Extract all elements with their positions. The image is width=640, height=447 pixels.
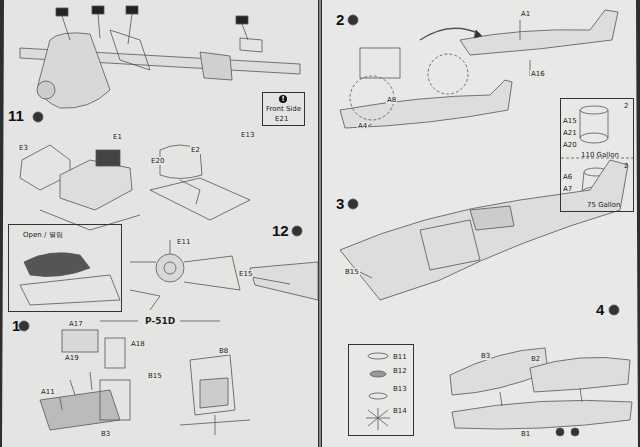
box-text: A6 [563,173,572,181]
step-number: 3 [336,196,344,212]
part-label: A18 [130,340,146,348]
box-text: B13 [393,385,407,393]
step-number: 4 [596,302,604,318]
part-label: E1 [112,133,123,141]
part-label: E13 [240,131,255,139]
fuel-tank-inset: 2A15A21A20110 Gallon2A6A775 Gallon [560,98,634,212]
step-number: 11 [8,108,24,124]
section-heading: P-51D [143,316,177,326]
part-label: E11 [176,238,191,246]
step-number: 12 [272,223,289,239]
part-label: A8 [386,96,397,104]
part-label: B3 [480,352,491,360]
step-number: 2 [336,12,344,28]
step-number: 1 [12,318,20,334]
part-label: A16 [530,70,546,78]
part-label: E3 [18,144,29,152]
box-text: A20 [563,141,577,149]
part-label: E2 [190,146,201,154]
detail-inset: B11B12B13B14 [348,344,414,436]
box-text: Front Side [266,105,301,113]
box-text: 2 [624,102,628,110]
box-text: E21 [275,115,288,123]
note-icon: ! [279,95,287,103]
part-label: B1 [520,430,531,438]
front-side-box: ! Front SideE21 [262,92,305,126]
part-label: B2 [530,355,541,363]
part-label: A17 [68,320,84,328]
part-label: A11 [40,388,56,396]
box-text: Open / 열림 [23,231,63,239]
box-text: B12 [393,367,407,375]
part-label: B15 [344,268,360,276]
open-detail-inset: Open / 열림 [8,224,122,312]
box-text: B11 [393,353,407,361]
part-label: A4 [357,122,368,130]
part-label: B3 [100,430,111,438]
box-text: A15 [563,117,577,125]
part-label: E15 [238,270,253,278]
box-text: 2 [624,162,628,170]
box-text: B14 [393,407,407,415]
part-label: B15 [147,372,163,380]
part-label: B8 [218,347,229,355]
box-text: A7 [563,185,572,193]
part-label: A1 [520,10,531,18]
part-label: A19 [64,354,80,362]
part-label: E20 [150,157,165,165]
box-text: 110 Gallon [581,151,619,159]
box-text: A21 [563,129,577,137]
box-text: 75 Gallon [587,201,620,209]
